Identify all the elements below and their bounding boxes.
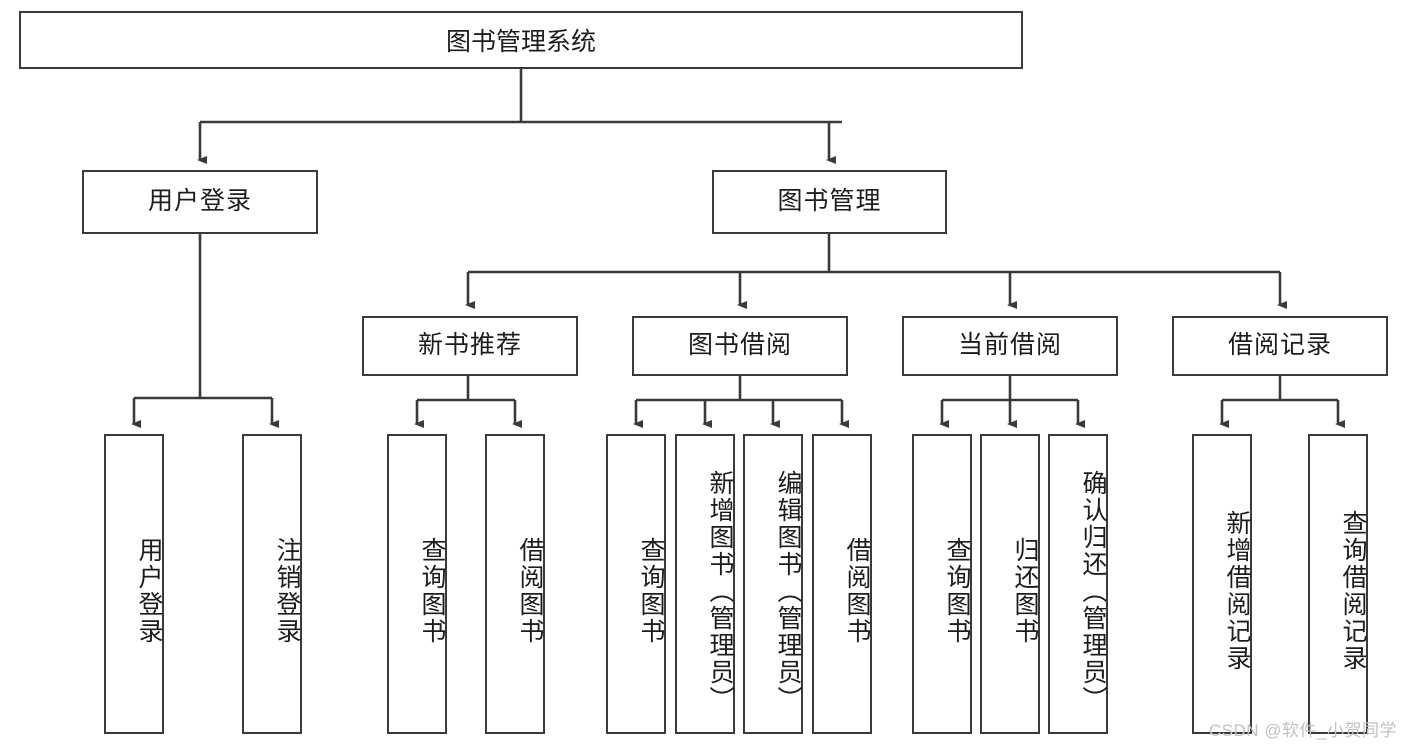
leaf-current-query-book[interactable]: 查询图书 [912,434,972,734]
leaf-current-confirm-return-admin[interactable]: 确认归还（管理员） [1048,434,1108,734]
node-label: 新增借阅记录 [1223,510,1251,672]
node-label: 用户登录 [135,537,163,645]
node-label: 当前借阅 [957,331,1062,360]
node-new-book-recommend[interactable]: 新书推荐 [362,316,578,376]
leaf-record-query-record[interactable]: 查询借阅记录 [1308,434,1368,734]
node-label: 查询图书 [943,537,971,645]
node-book-management[interactable]: 图书管理 [712,170,947,234]
node-label: 用户登录 [147,187,252,216]
node-label: 确认归还（管理员） [1079,469,1107,713]
leaf-borrow-edit-book-admin[interactable]: 编辑图书（管理员） [743,434,803,734]
node-label: 查询借阅记录 [1339,510,1367,672]
node-label: 借阅记录 [1227,331,1332,360]
node-label: 图书管理 [777,187,882,216]
node-borrow-record[interactable]: 借阅记录 [1172,316,1388,376]
node-label: 新书推荐 [417,331,522,360]
node-label: 查询图书 [418,537,446,645]
node-book-borrow[interactable]: 图书借阅 [632,316,848,376]
leaf-borrow-borrow-book[interactable]: 借阅图书 [812,434,872,734]
leaf-user-login[interactable]: 用户登录 [104,434,164,734]
node-label: 新增图书（管理员） [706,469,734,713]
node-label: 注销登录 [273,537,301,645]
node-current-borrow[interactable]: 当前借阅 [902,316,1118,376]
node-label: 图书借阅 [687,331,792,360]
leaf-newbook-query-book[interactable]: 查询图书 [387,434,447,734]
node-label: 借阅图书 [516,537,544,645]
node-user-login[interactable]: 用户登录 [82,170,318,234]
csdn-watermark: CSDN @软件_小贺同学 [1208,721,1397,740]
leaf-newbook-borrow-book[interactable]: 借阅图书 [485,434,545,734]
node-label: 编辑图书（管理员） [774,469,802,713]
node-label: 查询图书 [637,537,665,645]
node-label: 图书管理系统 [445,28,596,56]
leaf-logout[interactable]: 注销登录 [242,434,302,734]
leaf-borrow-add-book-admin[interactable]: 新增图书（管理员） [675,434,735,734]
leaf-borrow-query-book[interactable]: 查询图书 [606,434,666,734]
node-label: 归还图书 [1011,537,1039,645]
node-root-system[interactable]: 图书管理系统 [19,11,1023,69]
leaf-record-add-record[interactable]: 新增借阅记录 [1192,434,1252,734]
node-label: 借阅图书 [843,537,871,645]
leaf-current-return-book[interactable]: 归还图书 [980,434,1040,734]
